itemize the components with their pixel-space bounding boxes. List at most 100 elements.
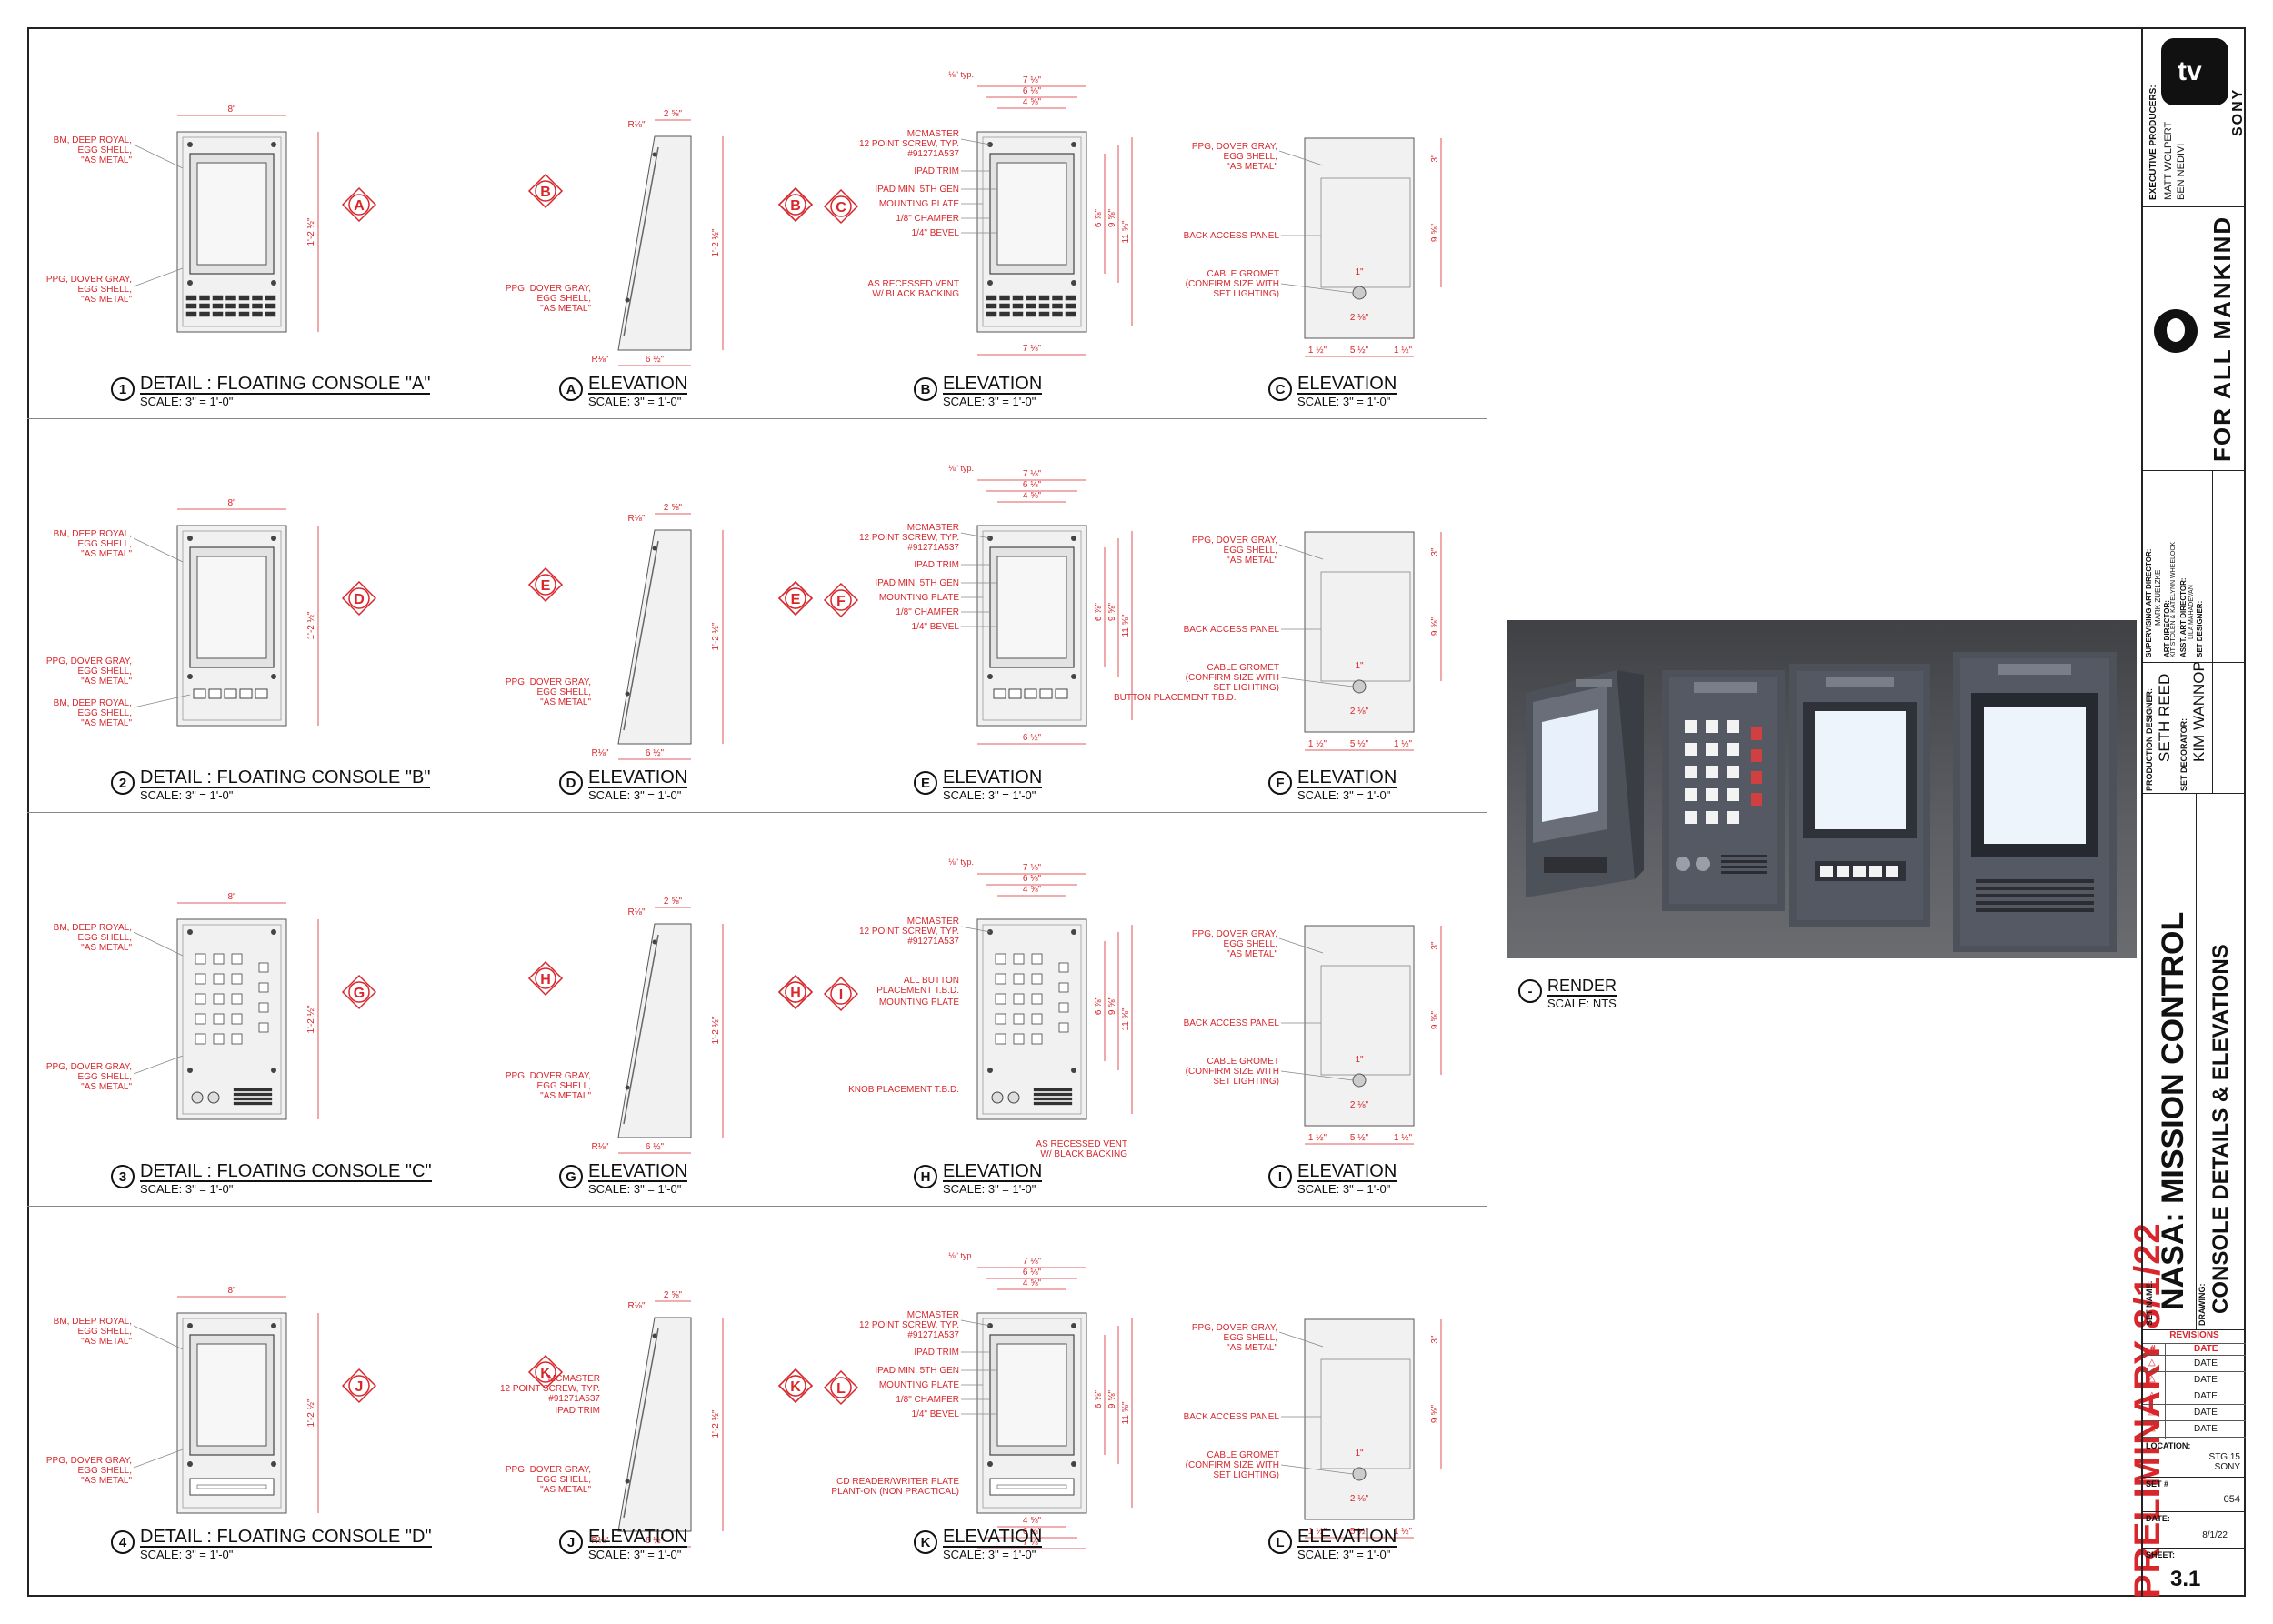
callout-text: "AS METAL" — [1227, 949, 1277, 959]
callout-text: R⅛" — [627, 120, 646, 130]
button — [995, 1013, 1006, 1025]
callout-text: BUTTON PLACEMENT T.B.D. — [1114, 693, 1236, 703]
cable-grommet — [1352, 1467, 1367, 1481]
screw-dot — [987, 280, 993, 286]
vent-slot — [265, 295, 276, 301]
section-marker-letter: L — [836, 1381, 846, 1397]
console-front-inner — [182, 924, 282, 1115]
callout-text: MOUNTING PLATE — [879, 199, 959, 209]
callout-text: #91271A537 — [907, 543, 959, 553]
callout-text: 1" — [1355, 661, 1364, 671]
section-marker-circle — [535, 967, 556, 989]
callout-text: 1'-2 ½" — [711, 622, 721, 650]
button — [255, 688, 268, 699]
section-marker-letter: A — [354, 198, 365, 214]
vent-slot — [1012, 295, 1024, 301]
callout-text: (CONFIRM SIZE WITH — [1186, 673, 1279, 683]
pd-label: PRODUCTION DESIGNER: — [2145, 687, 2154, 791]
callout-text: PPG, DOVER GRAY, — [506, 284, 591, 294]
ipad-edge — [623, 1328, 659, 1519]
callout-text: "AS METAL" — [81, 295, 132, 305]
callout-text: 8" — [227, 892, 236, 902]
section-marker-circle — [830, 589, 852, 611]
callout-text: SET LIGHTING) — [1213, 289, 1279, 299]
vent-slot — [233, 1088, 273, 1092]
vent-slot — [252, 311, 263, 317]
callout-text: IPAD TRIM — [914, 1348, 959, 1358]
callout-text: 1 ½" — [1308, 1133, 1327, 1143]
callout-text: "AS METAL" — [540, 1091, 591, 1101]
vent-slot — [212, 295, 224, 301]
callout-text: IPAD TRIM — [914, 560, 959, 570]
sheet-label: SHEET: — [2146, 1550, 2176, 1559]
callout-text: EGG SHELL, — [537, 687, 591, 697]
crew-cell: PRODUCTION DESIGNER: SETH REED SET DECOR… — [2143, 471, 2246, 794]
console-front-inner — [982, 530, 1082, 721]
vent-slot — [185, 303, 197, 309]
callout-text: 1 ½" — [1394, 346, 1413, 356]
section-marker — [341, 1368, 377, 1404]
render-title: RENDER — [1547, 977, 1617, 997]
leader-line — [133, 267, 184, 287]
callout-text: SET LIGHTING) — [1213, 1470, 1279, 1480]
callout-text: ⅛" typ. — [948, 857, 974, 867]
vent-slot — [1012, 303, 1024, 309]
callout-text: PPG, DOVER GRAY, — [1192, 929, 1277, 939]
screw-dot — [271, 142, 276, 147]
callout-text: 1" — [1355, 267, 1364, 277]
section-marker-circle — [785, 1375, 806, 1397]
leader-line — [1280, 1464, 1354, 1475]
screw-dot — [1071, 674, 1076, 679]
callout-text: 1/8" CHAMFER — [896, 1395, 959, 1405]
callout-text: 1'-2 ½" — [306, 611, 316, 639]
set-decorator-name: KIM WANNOP — [2190, 661, 2208, 762]
callout-text: 7 ⅛" — [1023, 863, 1042, 873]
section-marker-circle — [348, 981, 370, 1003]
callout-text: 1/4" BEVEL — [912, 228, 960, 238]
leader-line — [133, 1325, 184, 1350]
callout-text: EGG SHELL, — [78, 933, 132, 943]
screw-dot — [652, 546, 657, 551]
section-marker-circle — [785, 587, 806, 609]
vent-slot — [986, 295, 997, 301]
button — [213, 1033, 225, 1045]
callout-text: 4 ⅝" — [1023, 97, 1042, 107]
callout-text: "AS METAL" — [540, 304, 591, 314]
callout-text: EGG SHELL, — [78, 708, 132, 718]
callout-text: BM, DEEP ROYAL, — [54, 698, 132, 708]
button — [1031, 1013, 1043, 1025]
section-marker — [341, 974, 377, 1010]
callout-text: AS RECESSED VENT — [1036, 1139, 1127, 1149]
leader-line — [960, 926, 991, 933]
callout-text: "AS METAL" — [1227, 1343, 1277, 1353]
vent-slot — [185, 311, 197, 317]
screw-dot — [271, 280, 276, 286]
section-marker-letter: E — [791, 592, 801, 607]
callout-text: R⅛" — [591, 748, 609, 758]
screw-dot — [652, 1333, 657, 1338]
button — [195, 953, 206, 965]
vent-slot — [1026, 295, 1036, 301]
callout-text: 1/4" BEVEL — [912, 622, 960, 632]
vent-slot — [1012, 311, 1024, 317]
callout-text: 5 ½" — [1350, 739, 1369, 749]
callout-text: EGG SHELL, — [78, 285, 132, 295]
screw-dot — [652, 939, 657, 945]
vent-slot — [199, 303, 210, 309]
button — [213, 973, 225, 985]
section-marker — [823, 188, 859, 225]
leader-line — [1280, 677, 1354, 687]
section-marker-letter: D — [354, 592, 365, 607]
button — [1031, 993, 1043, 1005]
console-front-inner — [982, 924, 1082, 1115]
leader-line — [1278, 1331, 1324, 1348]
revision-row: △DATE — [2143, 1372, 2246, 1388]
show-title: FOR ALL MANKIND — [2208, 215, 2236, 462]
vent-slot — [1033, 1097, 1073, 1101]
callout-text: R⅛" — [627, 1301, 646, 1311]
screw-dot — [987, 1068, 993, 1073]
section-marker-letter: K — [540, 1366, 551, 1381]
